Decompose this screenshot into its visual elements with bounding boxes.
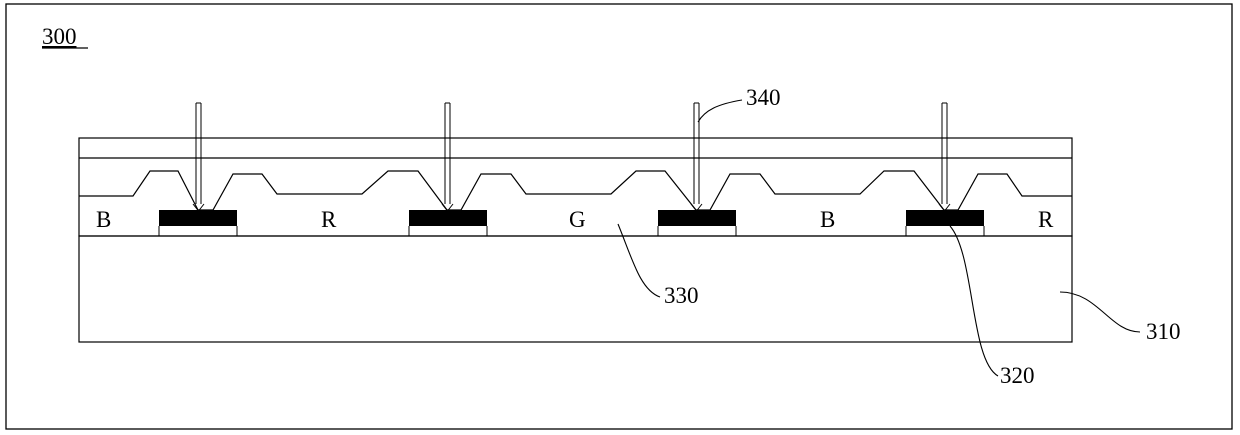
leader-340 — [698, 100, 742, 122]
black-block-1 — [159, 210, 237, 226]
substrate-310 — [79, 236, 1072, 342]
arrow-4 — [939, 103, 950, 211]
ref-310: 310 — [1146, 319, 1181, 344]
ref-340: 340 — [746, 85, 781, 110]
arrows-340 — [193, 103, 950, 211]
subpixel-label-2: R — [321, 207, 337, 232]
black-block-2 — [409, 210, 487, 226]
leader-330 — [618, 224, 660, 297]
arrow-2 — [442, 103, 453, 211]
black-block-3 — [658, 210, 736, 226]
subpixel-label-1: B — [96, 207, 111, 232]
bank-profile — [79, 171, 1072, 210]
leader-320 — [950, 226, 998, 376]
subpixel-label-3: G — [569, 207, 586, 232]
ref-330: 330 — [664, 283, 699, 308]
leader-lines — [618, 100, 1140, 376]
subpixel-label-4: B — [820, 207, 835, 232]
arrow-1 — [193, 103, 204, 211]
ref-320: 320 — [1000, 363, 1035, 388]
black-block-4 — [906, 210, 984, 226]
figure-number: 300 — [42, 24, 77, 49]
subpixel-label-5: R — [1038, 207, 1054, 232]
